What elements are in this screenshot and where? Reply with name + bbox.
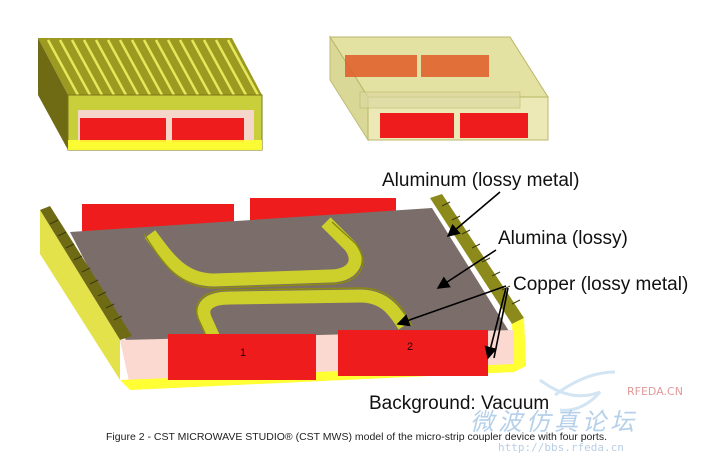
annotation-arrows xyxy=(396,191,509,360)
arrow-copper-2 xyxy=(484,287,507,360)
watermark-site: RFEDA.CN xyxy=(627,385,683,398)
watermark-logo xyxy=(539,370,616,412)
closed-housing-model xyxy=(38,38,263,151)
arrow-alumina xyxy=(436,249,497,289)
arrow-aluminum xyxy=(446,191,501,238)
port-number-1: 1 xyxy=(240,347,246,359)
transparent-housing-model xyxy=(329,35,549,142)
figure-caption: Figure 2 - CST MICROWAVE STUDIO® (CST MW… xyxy=(106,431,607,443)
watermark-chinese: 微波仿真论坛 xyxy=(470,408,638,436)
port-number-2: 2 xyxy=(407,341,413,353)
label-aluminum: Aluminum (lossy metal) xyxy=(382,170,580,191)
label-copper: Copper (lossy metal) xyxy=(513,274,689,295)
watermark-url: http://bbs.rfeda.cn xyxy=(498,441,624,454)
arrow-copper-1 xyxy=(396,285,507,327)
front-port-1 xyxy=(168,334,316,380)
open-device-model: 1 2 xyxy=(40,194,526,390)
label-alumina: Alumina (lossy) xyxy=(498,228,628,249)
front-port-2 xyxy=(338,330,488,376)
label-background: Background: Vacuum xyxy=(369,393,550,414)
arrow-copper-3 xyxy=(493,287,509,359)
heatsink-fins xyxy=(46,39,260,96)
copper-traces xyxy=(144,217,410,341)
